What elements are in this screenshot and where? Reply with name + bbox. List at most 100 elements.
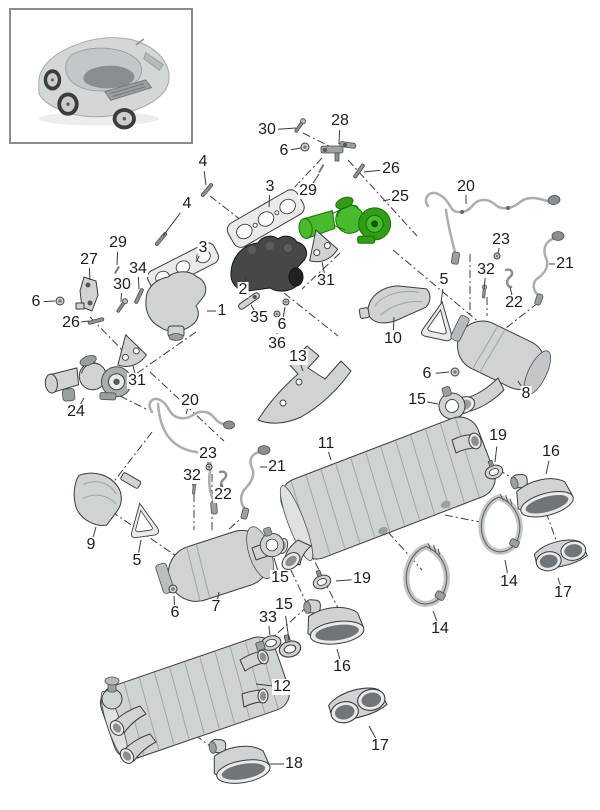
callout-14[interactable]: 14 [499,573,519,590]
leader-line-30 [277,127,297,130]
part-band-clamp-14-right [477,492,523,554]
callout-17[interactable]: 17 [370,737,390,754]
leader-line-5 [138,539,142,553]
part-hook-22-right [504,268,514,289]
callout-9[interactable]: 9 [85,536,97,553]
callout-6[interactable]: 6 [30,293,42,310]
callout-17[interactable]: 17 [553,584,573,601]
callout-23[interactable]: 23 [198,445,218,462]
callout-29[interactable]: 29 [108,234,128,251]
callout-29[interactable]: 29 [298,182,318,199]
leader-line-4 [203,171,207,186]
leader-line-6 [173,595,176,607]
callout-31[interactable]: 31 [316,272,336,289]
part-heat-shield-10 [358,285,431,324]
callout-15[interactable]: 15 [270,569,290,586]
part-stud-34 [133,287,145,305]
callout-32[interactable]: 32 [476,261,496,278]
leader-line-6 [282,306,286,318]
callout-21[interactable]: 21 [267,458,287,475]
part-tailpipe-18 [207,729,273,788]
callout-33[interactable]: 33 [258,609,278,626]
part-bracket-27 [75,276,99,312]
callout-15[interactable]: 15 [274,596,294,613]
callout-28[interactable]: 28 [330,112,350,129]
leader-line-12 [255,683,272,687]
callout-5[interactable]: 5 [131,552,143,569]
callout-24[interactable]: 24 [66,403,86,420]
part-clip-35 [238,292,260,310]
callout-21[interactable]: 21 [555,255,575,272]
callout-1[interactable]: 1 [216,302,228,319]
leader-line-11 [327,450,332,461]
callout-3[interactable]: 3 [264,178,276,195]
leader-line-14 [432,610,438,622]
callout-20[interactable]: 20 [456,178,476,195]
callout-35[interactable]: 35 [249,309,269,326]
callout-5[interactable]: 5 [438,271,450,288]
leader-line-27 [88,267,91,281]
leader-line-26 [363,169,381,173]
callout-12[interactable]: 12 [272,678,292,695]
part-pin-29b [114,266,120,274]
callout-11[interactable]: 11 [316,435,336,452]
part-turbocharger-24 [44,355,133,402]
callout-15[interactable]: 15 [407,391,427,408]
callout-30[interactable]: 30 [257,121,277,138]
callout-30[interactable]: 30 [112,276,132,293]
leader-line-17 [368,725,377,739]
callout-20[interactable]: 20 [180,392,200,409]
callout-34[interactable]: 34 [128,260,148,277]
callout-19[interactable]: 19 [488,427,508,444]
leader-line-9 [92,526,97,538]
part-gasket-5-left [126,500,160,539]
callout-16[interactable]: 16 [541,443,561,460]
part-screw-30b [115,297,130,314]
part-clamp-19-center [308,567,334,592]
callout-36[interactable]: 36 [267,335,287,352]
callout-7[interactable]: 7 [210,598,222,615]
callout-27[interactable]: 27 [79,251,99,268]
callout-4[interactable]: 4 [181,195,193,212]
leader-line-6 [435,371,450,374]
callout-22[interactable]: 22 [213,486,233,503]
part-nut-23-left [205,463,213,471]
leader-line-15 [273,557,279,571]
callout-14[interactable]: 14 [430,620,450,637]
part-tailpipe-16-center [302,591,366,649]
callout-23[interactable]: 23 [491,231,511,248]
callout-18[interactable]: 18 [284,755,304,772]
leader-line-19 [335,579,352,582]
callout-6[interactable]: 6 [276,316,288,333]
part-nut-23-right [493,252,501,260]
callout-6[interactable]: 6 [278,142,290,159]
callout-6[interactable]: 6 [169,604,181,621]
part-nut-6b [55,296,65,306]
callout-26[interactable]: 26 [61,314,81,331]
leader-line-32 [483,277,486,290]
leader-line-30 [120,291,123,303]
callout-19[interactable]: 19 [352,570,372,587]
callout-6[interactable]: 6 [421,365,433,382]
leader-line-14 [504,559,508,574]
callout-4[interactable]: 4 [197,153,209,170]
callout-32[interactable]: 32 [182,467,202,484]
leader-line-34 [137,276,140,290]
callout-22[interactable]: 22 [504,294,524,311]
callout-10[interactable]: 10 [383,330,403,347]
part-bracket-13 [257,345,352,424]
callout-26[interactable]: 26 [381,160,401,177]
leader-line-6 [290,147,302,151]
leader-line-16 [336,648,341,660]
callout-3[interactable]: 3 [197,239,209,256]
callout-2[interactable]: 2 [237,281,249,298]
callout-8[interactable]: 8 [520,385,532,402]
part-support-31-right [309,229,339,263]
leader-line-4 [162,212,181,237]
callout-25[interactable]: 25 [390,188,410,205]
callout-31[interactable]: 31 [127,372,147,389]
part-turbocharger-25-highlighted[interactable] [295,190,393,253]
callout-16[interactable]: 16 [332,658,352,675]
callout-13[interactable]: 13 [288,348,308,365]
